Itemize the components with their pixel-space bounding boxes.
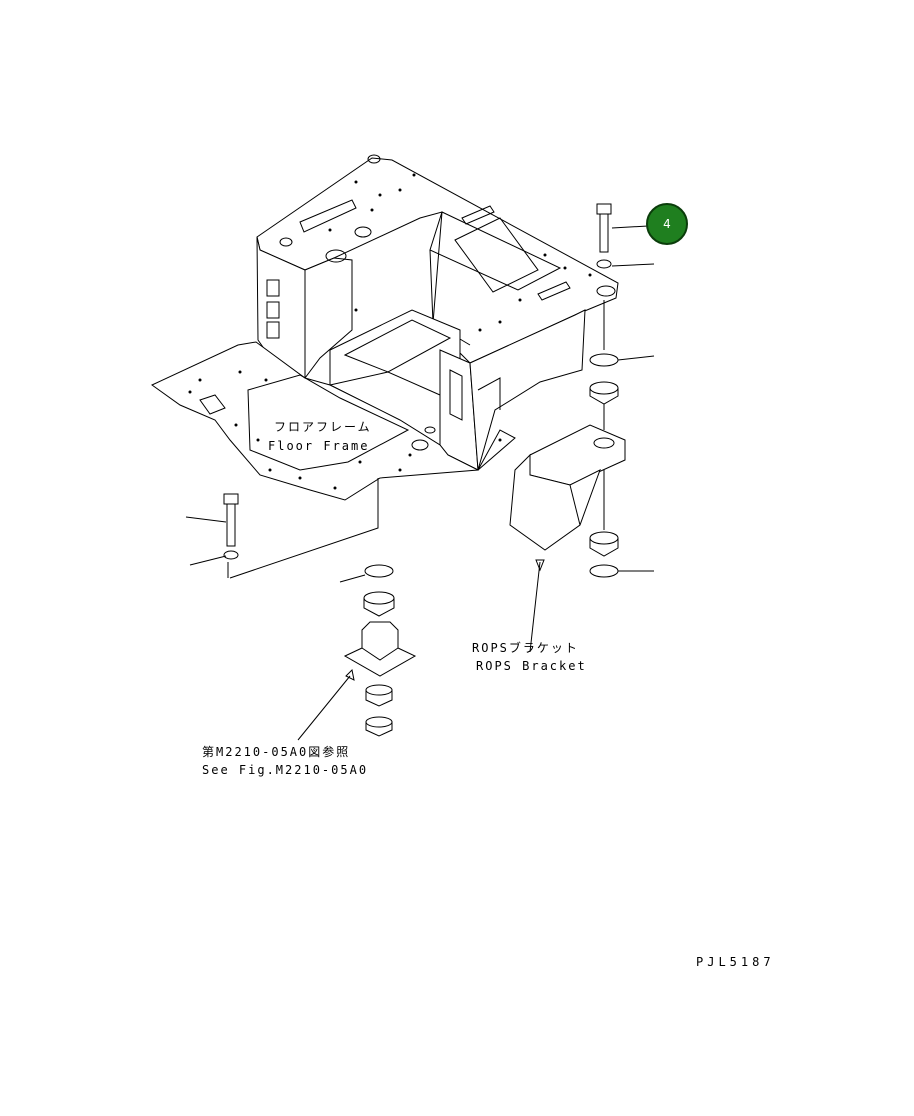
reference-label-jp: 第M2210-05A0図参照 bbox=[202, 745, 351, 759]
drawing-number: PJL5187 bbox=[696, 955, 775, 969]
rops-bracket-label-jp: ROPSブラケット bbox=[472, 641, 579, 655]
rops-bracket-label-en: ROPS Bracket bbox=[476, 659, 587, 673]
floor-frame bbox=[151, 154, 619, 579]
callout-4[interactable]: 4 bbox=[646, 203, 688, 245]
floor-frame-label-jp: フロアフレーム bbox=[274, 420, 372, 434]
mount-stack bbox=[185, 493, 417, 741]
floor-frame-label-en: Floor Frame bbox=[268, 439, 370, 453]
rops-bolt-stack bbox=[509, 203, 655, 653]
reference-label-en: See Fig.M2210-05A0 bbox=[202, 763, 369, 777]
